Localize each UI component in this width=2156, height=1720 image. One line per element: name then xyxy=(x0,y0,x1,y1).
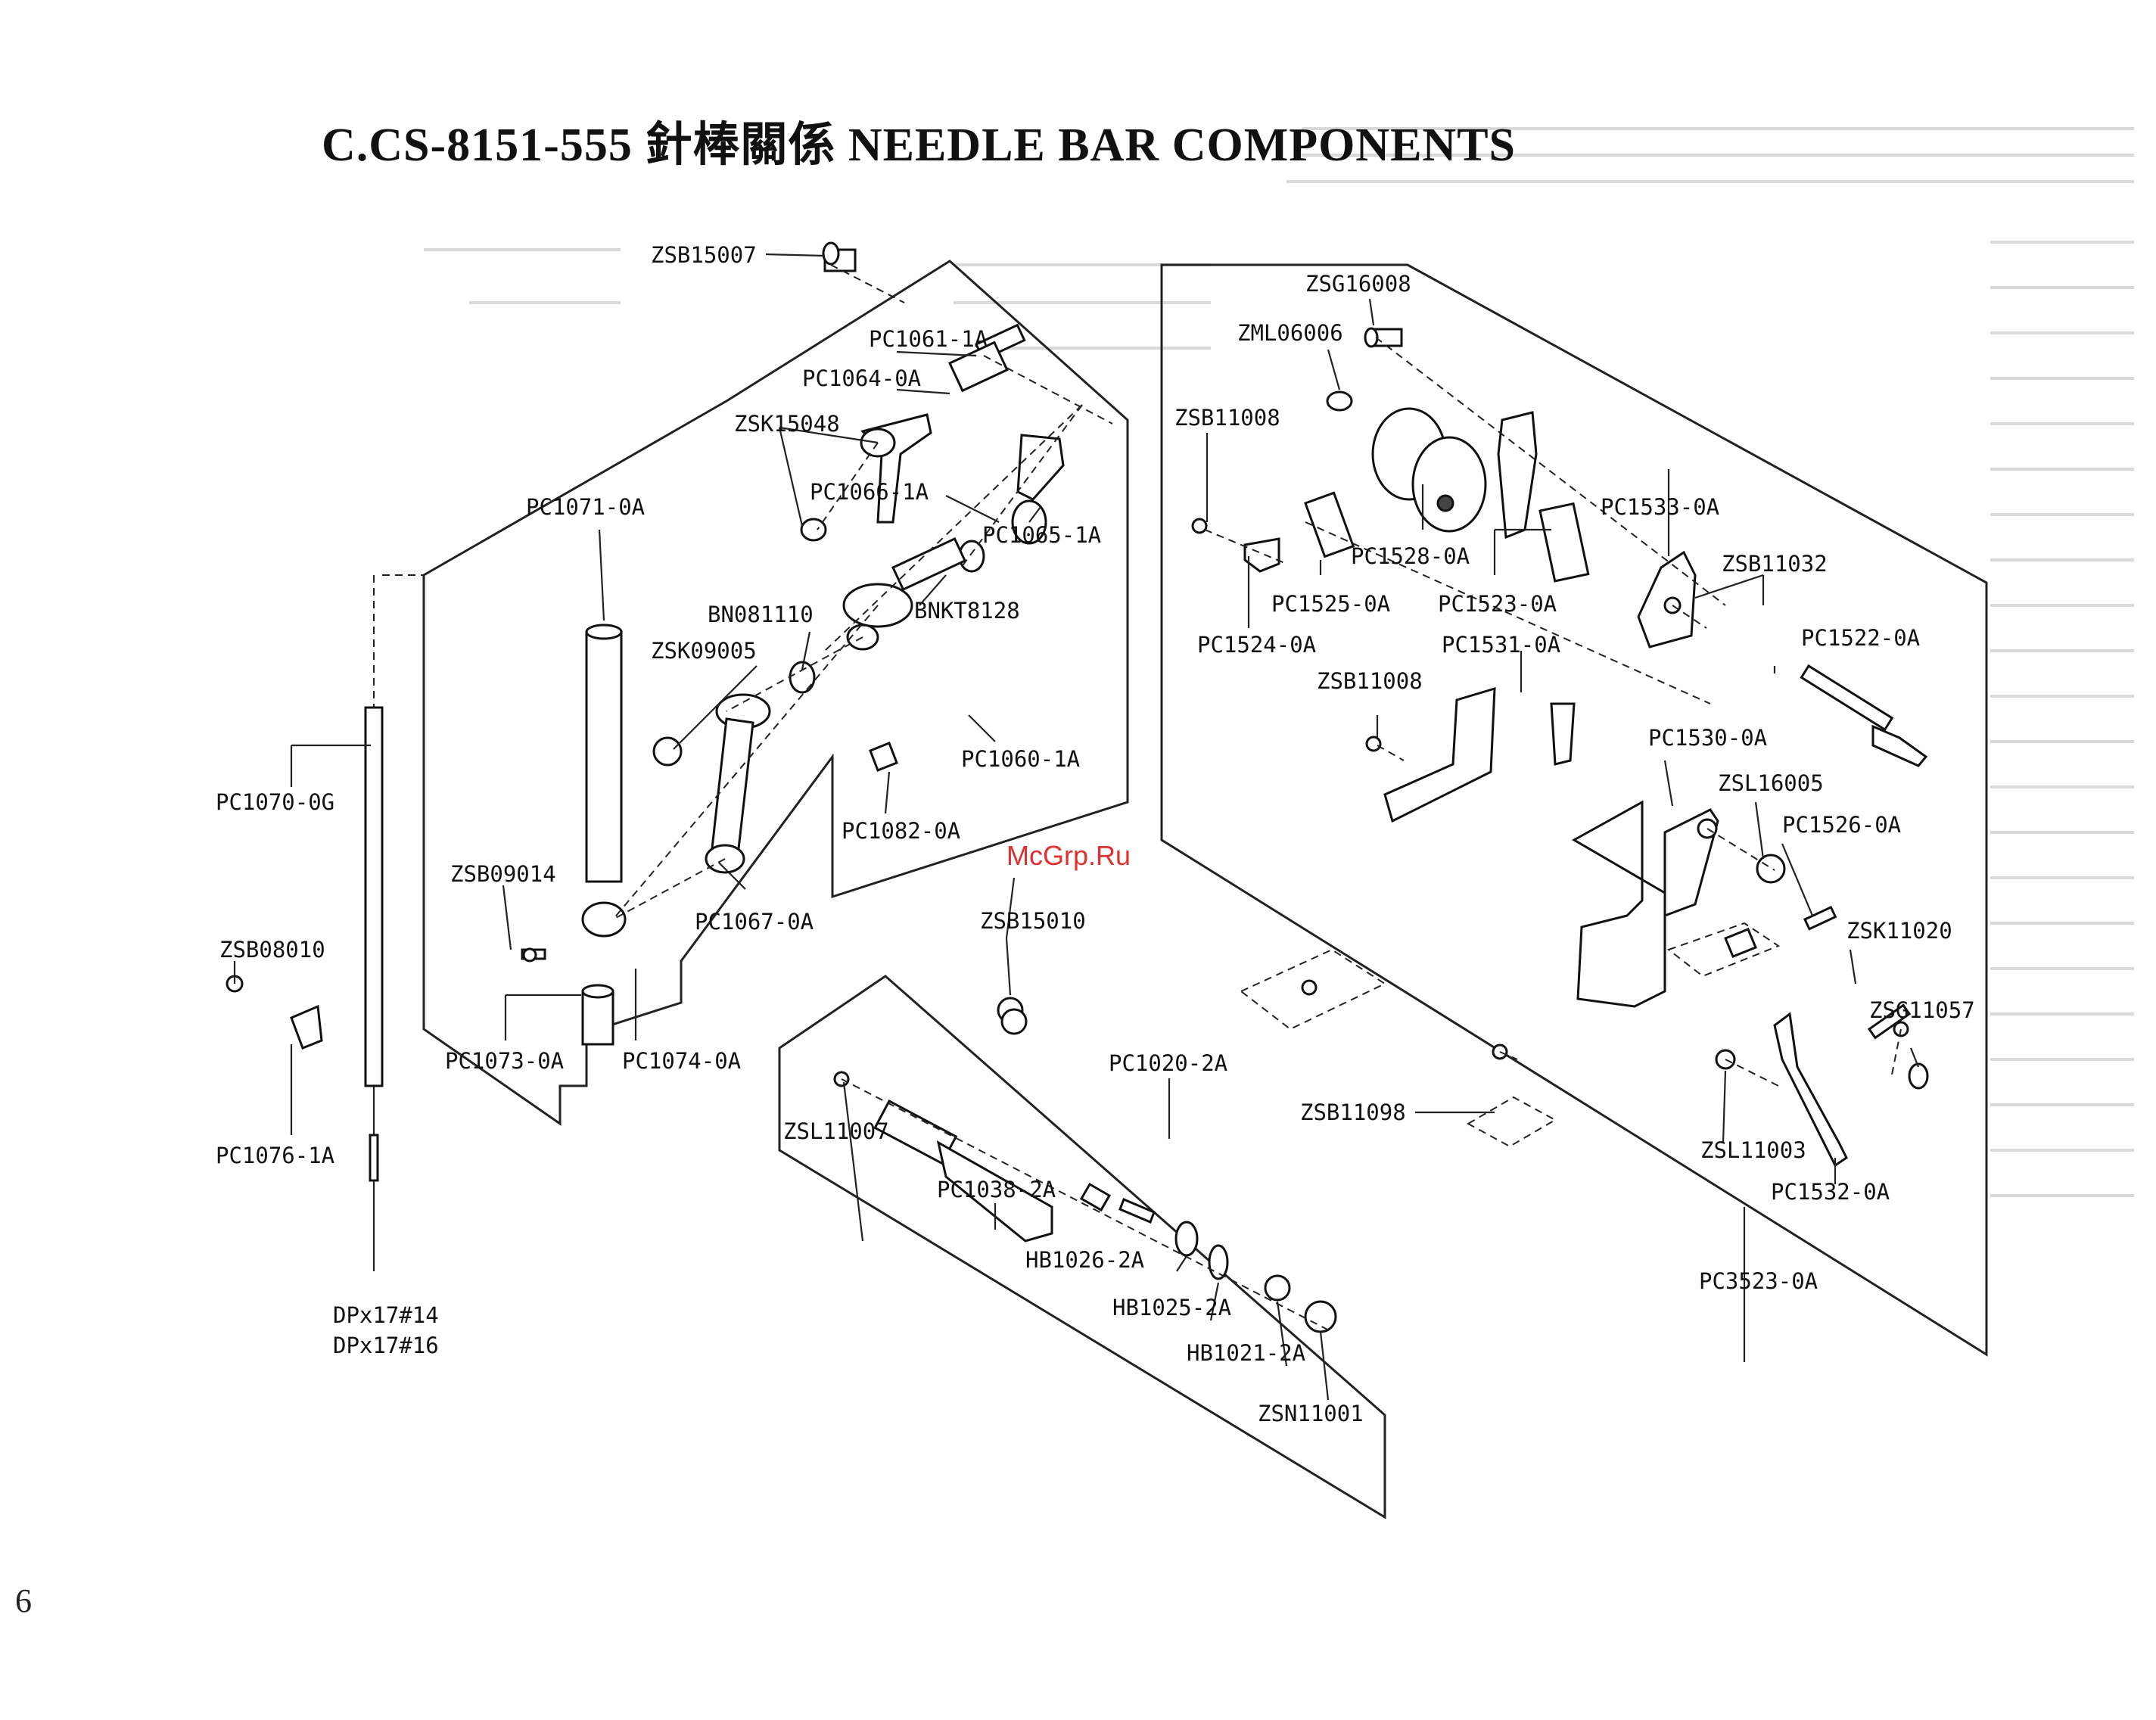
label-zsk15048: ZSK15048 xyxy=(734,411,840,437)
label-zsl11003: ZSL11003 xyxy=(1700,1137,1806,1163)
label-hb1021-2a: HB1021-2A xyxy=(1187,1340,1305,1366)
label-pc1533-0a: PC1533-0A xyxy=(1601,494,1719,520)
bleed-through-text xyxy=(424,127,2134,1197)
label-pc1530-0a: PC1530-0A xyxy=(1648,725,1767,751)
label-zsk11020: ZSK11020 xyxy=(1846,918,1952,944)
thread-guide-axis xyxy=(841,1078,1333,1333)
label-bnkt8128: BNKT8128 xyxy=(914,598,1020,624)
needle-crank-parts xyxy=(652,241,1065,772)
needle-bar-clamp-parts xyxy=(226,947,546,1050)
label-pc1076-1a: PC1076-1A xyxy=(216,1143,334,1168)
label-pc1082-0a: PC1082-0A xyxy=(842,818,960,844)
label-pc1061-1a: PC1061-1A xyxy=(869,326,988,352)
label-pc1073-0a: PC1073-0A xyxy=(445,1048,564,1074)
label-pc1525-0a: PC1525-0A xyxy=(1271,591,1390,617)
label-hb1025-2a: HB1025-2A xyxy=(1112,1295,1231,1320)
label-zsk09005: ZSK09005 xyxy=(651,638,757,664)
label-pc1522-0a: PC1522-0A xyxy=(1801,625,1920,651)
label-zsl16005: ZSL16005 xyxy=(1718,770,1824,796)
label-pc1524-0a: PC1524-0A xyxy=(1197,632,1316,658)
label-pc1071-0a: PC1071-0A xyxy=(526,494,645,520)
label-pc1064-0a: PC1064-0A xyxy=(802,365,921,391)
leader-lines xyxy=(233,253,1920,1401)
thread-control-bracket xyxy=(1301,800,1929,1168)
label-zsb11098: ZSB11098 xyxy=(1300,1099,1406,1125)
label-dpx17-14: DPx17#14 xyxy=(333,1302,439,1328)
label-zml06006: ZML06006 xyxy=(1237,320,1343,346)
label-pc1065-1a: PC1065-1A xyxy=(982,522,1101,548)
right-assembly-frame xyxy=(1160,263,1988,1357)
label-zsn11001: ZSN11001 xyxy=(1258,1401,1364,1426)
thread-guide-parts xyxy=(833,997,1337,1333)
label-pc1020-2a: PC1020-2A xyxy=(1109,1050,1227,1076)
label-zsb11008-mid: ZSB11008 xyxy=(1317,668,1423,694)
label-pc1532-0a: PC1532-0A xyxy=(1771,1179,1890,1205)
label-pc3523-0a: PC3523-0A xyxy=(1699,1268,1818,1294)
label-zsb15007: ZSB15007 xyxy=(651,242,757,268)
page-title: C.CS-8151-555 針棒關係 NEEDLE BAR COMPONENTS xyxy=(322,120,1517,171)
needle-bar xyxy=(364,706,384,1271)
connecting-link xyxy=(705,693,771,874)
label-zsb09014: ZSB09014 xyxy=(450,861,556,887)
label-dpx17-16: DPx17#16 xyxy=(333,1333,439,1358)
crank-tube xyxy=(581,624,627,1046)
label-pc1038-2a: PC1038-2A xyxy=(937,1177,1056,1202)
label-zsb15010: ZSB15010 xyxy=(980,908,1086,934)
label-pc1066-1a: PC1066-1A xyxy=(810,479,929,505)
label-zsb08010: ZSB08010 xyxy=(219,937,325,963)
label-zsg11057: ZSG11057 xyxy=(1869,997,1975,1023)
label-zsg16008: ZSG16008 xyxy=(1305,271,1411,297)
hidden-plates xyxy=(1240,922,1781,1148)
label-pc1074-0a: PC1074-0A xyxy=(622,1048,741,1074)
label-hb1026-2a: HB1026-2A xyxy=(1025,1247,1144,1273)
label-pc1531-0a: PC1531-0A xyxy=(1442,632,1560,658)
label-pc1523-0a: PC1523-0A xyxy=(1438,591,1557,617)
label-zsb11032: ZSB11032 xyxy=(1722,551,1828,577)
label-pc1070-0g: PC1070-0G xyxy=(216,789,334,815)
take-up-parts xyxy=(1191,327,1928,823)
thread-guide-frame xyxy=(778,975,1386,1519)
label-pc1526-0a: PC1526-0A xyxy=(1782,812,1901,838)
label-pc1528-0a: PC1528-0A xyxy=(1351,543,1470,569)
label-bn081110: BN081110 xyxy=(708,602,814,627)
label-pc1060-1a: PC1060-1A xyxy=(961,746,1080,772)
label-zsb11008-top: ZSB11008 xyxy=(1174,405,1280,431)
label-pc1067-0a: PC1067-0A xyxy=(695,909,814,935)
left-assembly-frame xyxy=(422,260,1129,1126)
watermark-text: McGrp.Ru xyxy=(1006,840,1131,871)
assembly-axes xyxy=(612,264,1902,1087)
label-zsl11007: ZSL11007 xyxy=(783,1118,889,1144)
page-number: 6 xyxy=(15,1582,32,1619)
